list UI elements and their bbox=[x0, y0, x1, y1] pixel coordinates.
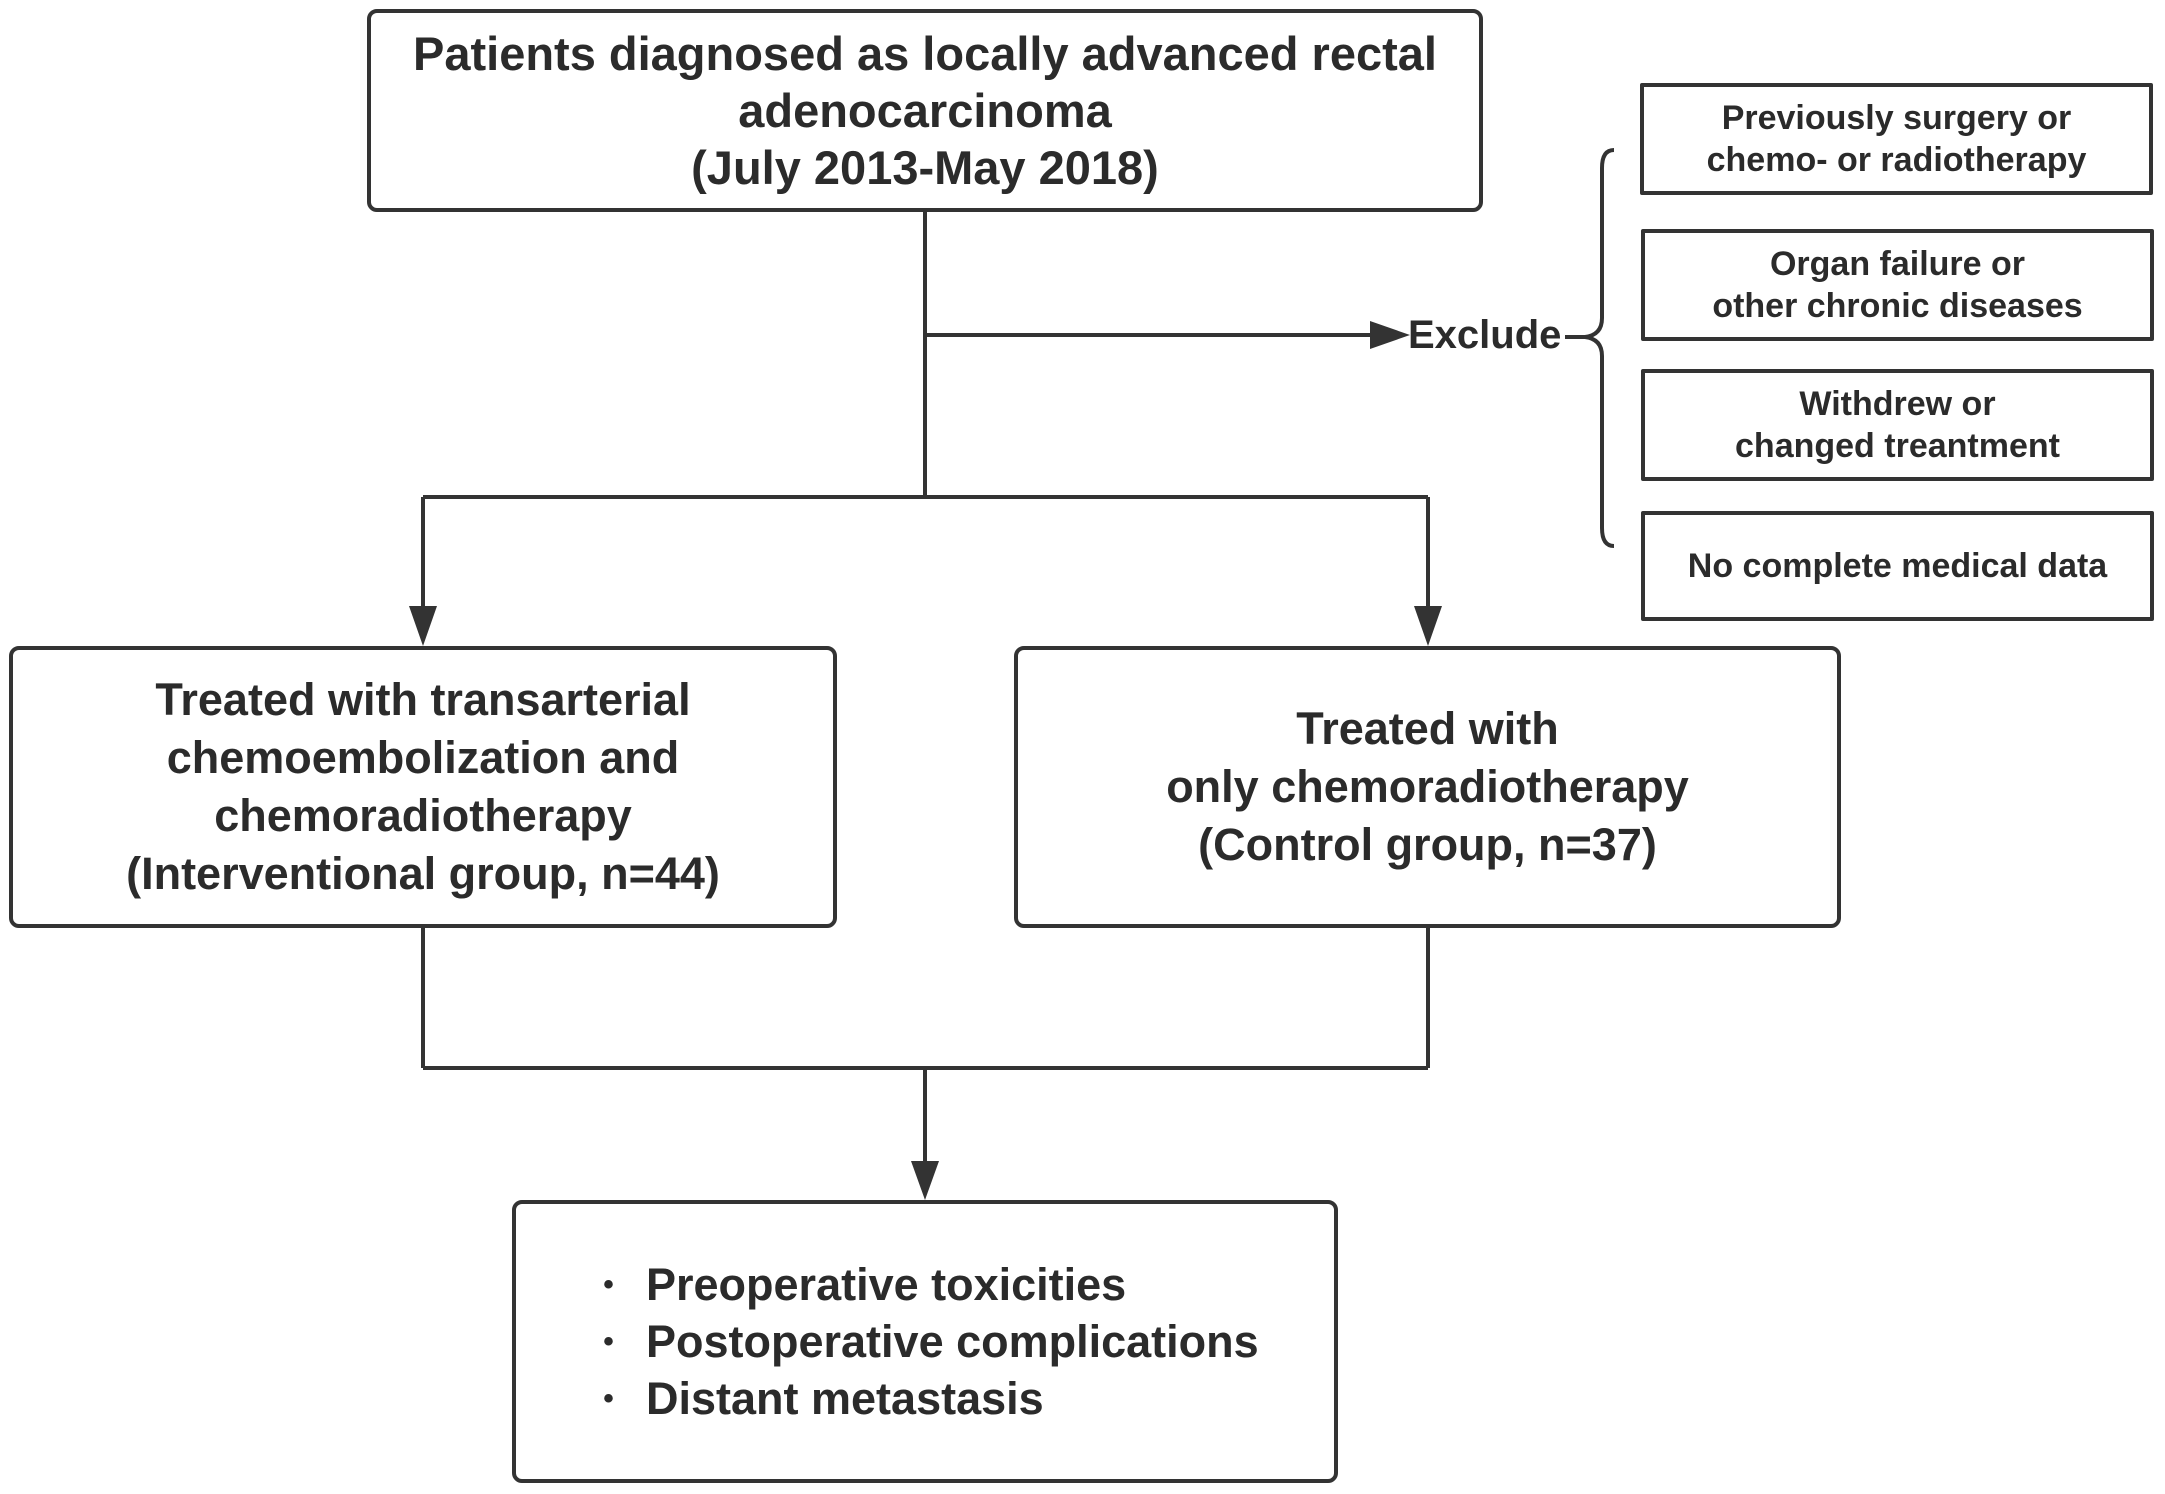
exclusion-3-line-2: changed treantment bbox=[1735, 427, 2060, 465]
exclusion-box-prior-treatment: Previously surgery or chemo- or radiothe… bbox=[1640, 83, 2153, 195]
patients-line-3: (July 2013-May 2018) bbox=[691, 141, 1159, 194]
interventional-line-3: chemoradiotherapy bbox=[214, 790, 632, 841]
interventional-line-4: (Interventional group, n=44) bbox=[126, 848, 720, 899]
patients-line-2: adenocarcinoma bbox=[738, 84, 1112, 137]
left-arrowhead bbox=[409, 606, 437, 646]
exclusion-box-organ-failure: Organ failure or other chronic diseases bbox=[1641, 229, 2154, 341]
control-group-box: Treated with only chemoradiotherapy (Con… bbox=[1014, 646, 1841, 928]
patients-box: Patients diagnosed as locally advanced r… bbox=[367, 9, 1483, 212]
outcome-item: • Preoperative toxicities bbox=[571, 1256, 1126, 1313]
right-arrowhead bbox=[1414, 606, 1442, 646]
interventional-line-1: Treated with transarterial bbox=[155, 674, 691, 725]
exclusion-1-line-1: Previously surgery or bbox=[1721, 99, 2072, 137]
exclusion-3-line-1: Withdrew or bbox=[1799, 385, 1996, 423]
interventional-group-box: Treated with transarterial chemoemboliza… bbox=[9, 646, 837, 928]
outcome-label: Postoperative complications bbox=[646, 1316, 1259, 1367]
exclusion-1-line-2: chemo- or radiotherapy bbox=[1706, 141, 2087, 179]
outcome-label: Preoperative toxicities bbox=[646, 1259, 1127, 1310]
bullet-icon: • bbox=[603, 1268, 614, 1301]
exclude-label: Exclude bbox=[1408, 313, 1562, 357]
outcomes-box: • Preoperative toxicities • Postoperativ… bbox=[512, 1200, 1338, 1483]
control-line-2: only chemoradiotherapy bbox=[1166, 761, 1689, 812]
exclude-arrowhead bbox=[1370, 321, 1410, 349]
control-line-3: (Control group, n=37) bbox=[1198, 819, 1657, 870]
outcome-item: • Distant metastasis bbox=[571, 1370, 1044, 1427]
bottom-arrowhead bbox=[911, 1161, 939, 1200]
outcome-item: • Postoperative complications bbox=[571, 1313, 1259, 1370]
outcome-label: Distant metastasis bbox=[646, 1373, 1044, 1424]
exclusion-box-incomplete-data: No complete medical data bbox=[1641, 511, 2154, 621]
exclusion-box-withdrew: Withdrew or changed treantment bbox=[1641, 369, 2154, 481]
interventional-line-2: chemoembolization and bbox=[166, 732, 680, 783]
bullet-icon: • bbox=[603, 1325, 614, 1358]
exclusion-2-line-1: Organ failure or bbox=[1769, 245, 2026, 283]
patients-line-1: Patients diagnosed as locally advanced r… bbox=[413, 27, 1437, 80]
exclusion-2-line-2: other chronic diseases bbox=[1712, 287, 2083, 325]
exclusion-brace bbox=[1584, 148, 1615, 548]
control-line-1: Treated with bbox=[1296, 703, 1559, 754]
exclusion-4-line-1: No complete medical data bbox=[1687, 547, 2108, 585]
bullet-icon: • bbox=[603, 1382, 614, 1415]
